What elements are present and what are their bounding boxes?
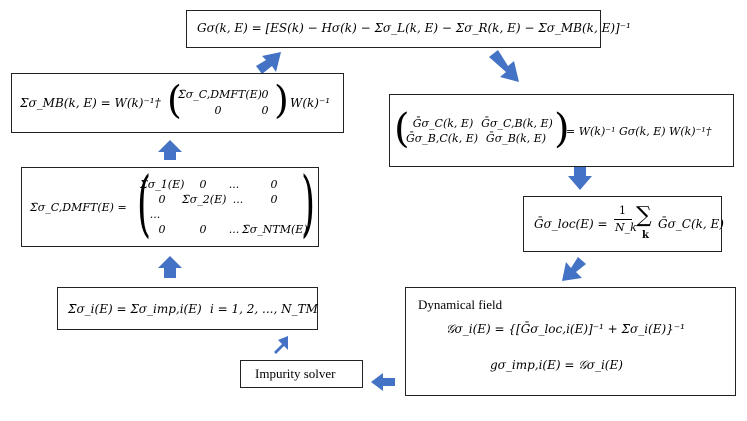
matrix-cell: 0	[199, 223, 207, 236]
arrow-up-to-sigma-dmft	[158, 256, 182, 278]
matrix-cell: 0	[261, 104, 269, 117]
matrix-cell: ...	[228, 223, 240, 236]
sigma-dmft-lhs: Σ̄σ_C,DMFT(E) =	[30, 201, 127, 214]
impurity-solver-label: Impurity solver	[255, 366, 336, 381]
dynamical-field-eq1: 𝒢σ_i(E) = {[Ḡσ_loc,i(E)]⁻¹ + Σ̄σ_i(E)}⁻¹	[446, 322, 685, 336]
left-paren: (	[137, 161, 152, 245]
sigma-mb-rhs: W(k)⁻¹	[290, 96, 331, 110]
matrix-cell: Σ̄σ_2(E)	[182, 193, 227, 206]
matrix-cell: ...	[149, 208, 161, 221]
arrow-sigma-mb-to-g	[256, 52, 281, 74]
left-paren: (	[167, 78, 182, 122]
right-paren: )	[554, 106, 570, 152]
matrix-cell: Ḡσ_C(k, E)	[412, 117, 474, 130]
sigma-mb-box: Σσ_MB(k, E) = W(k)⁻¹† ( Σ̄σ_C,DMFT(E) 0 …	[11, 73, 344, 133]
sigma-imp-box: Σ̄σ_i(E) = Σσ_imp,i(E) i = 1, 2, ..., N_…	[57, 287, 318, 330]
transformed-g-box: ( Ḡσ_C(k, E) Ḡσ_C,B(k, E) Ḡσ_B,C(k, E) Ḡ…	[389, 94, 734, 167]
fraction-bar	[614, 219, 632, 220]
matrix-cell: Σ̄σ_C,DMFT(E)	[178, 88, 262, 101]
matrix-cell: Σ̄σ_1(E)	[140, 178, 185, 191]
arrow-g-to-transformed	[489, 50, 519, 82]
g-loc-rhs: Ḡσ_C(k, E)	[658, 217, 724, 231]
matrix-cell: 0	[261, 88, 269, 101]
matrix-cell: Ḡσ_B,C(k, E)	[405, 132, 479, 145]
sigma-imp-range: i = 1, 2, ..., N_TM	[210, 302, 318, 316]
matrix-cell: ...	[228, 178, 240, 191]
matrix-cell: Ḡσ_B(k, E)	[485, 132, 547, 145]
g-loc-lhs: Ḡσ_loc(E) =	[534, 217, 608, 231]
sigma-mb-lhs: Σσ_MB(k, E) = W(k)⁻¹†	[20, 96, 161, 110]
right-paren: )	[274, 78, 289, 122]
left-paren: (	[394, 106, 410, 152]
right-paren: )	[301, 161, 316, 245]
sum-symbol: ∑	[636, 203, 652, 228]
arrow-dynamical-to-solver	[371, 373, 395, 391]
arrow-gloc-to-dynamical	[562, 257, 586, 281]
dynamical-field-eq2: gσ_imp,i(E) = 𝒢σ_i(E)	[490, 358, 623, 372]
matrix-cell: 0	[270, 193, 278, 206]
matrix-cell: 0	[199, 178, 207, 191]
g-loc-fraction-denominator: N_k	[615, 221, 637, 234]
dynamical-field-box: Dynamical field 𝒢σ_i(E) = {[Ḡσ_loc,i(E)]…	[405, 287, 736, 396]
sigma-imp-equation: Σ̄σ_i(E) = Σσ_imp,i(E)	[68, 302, 202, 316]
sum-index: k	[642, 230, 649, 241]
matrix-cell: Ḡσ_C,B(k, E)	[481, 117, 553, 130]
matrix-cell: ...	[232, 193, 244, 206]
sigma-dmft-box: Σ̄σ_C,DMFT(E) = ( Σ̄σ_1(E) 0 ... 0 0 Σ̄σ…	[21, 161, 319, 247]
arrow-up-to-sigma-mb	[158, 140, 182, 160]
g-loc-fraction-numerator: 1	[619, 204, 626, 217]
green-function-box: Gσ(k, E) = [ES(k) − Hσ(k) − Σσ_L(k, E) −…	[186, 10, 631, 48]
matrix-cell: 0	[214, 104, 222, 117]
matrix-cell: Σ̄σ_NTM(E)	[242, 223, 308, 236]
matrix-cell: 0	[158, 223, 166, 236]
matrix-cell: 0	[270, 178, 278, 191]
dynamical-field-title: Dynamical field	[418, 297, 503, 312]
arrow-solver-to-sigma-imp	[274, 336, 288, 354]
green-function-equation: Gσ(k, E) = [ES(k) − Hσ(k) − Σσ_L(k, E) −…	[197, 21, 631, 35]
g-loc-box: Ḡσ_loc(E) = 1 N_k ∑ k Ḡσ_C(k, E)	[523, 196, 724, 252]
matrix-cell: 0	[158, 193, 166, 206]
impurity-solver-box: Impurity solver	[240, 360, 363, 388]
arrow-transformed-to-gloc	[568, 167, 592, 190]
transformed-g-rhs: = W(k)⁻¹ Gσ(k, E) W(k)⁻¹†	[566, 125, 712, 138]
